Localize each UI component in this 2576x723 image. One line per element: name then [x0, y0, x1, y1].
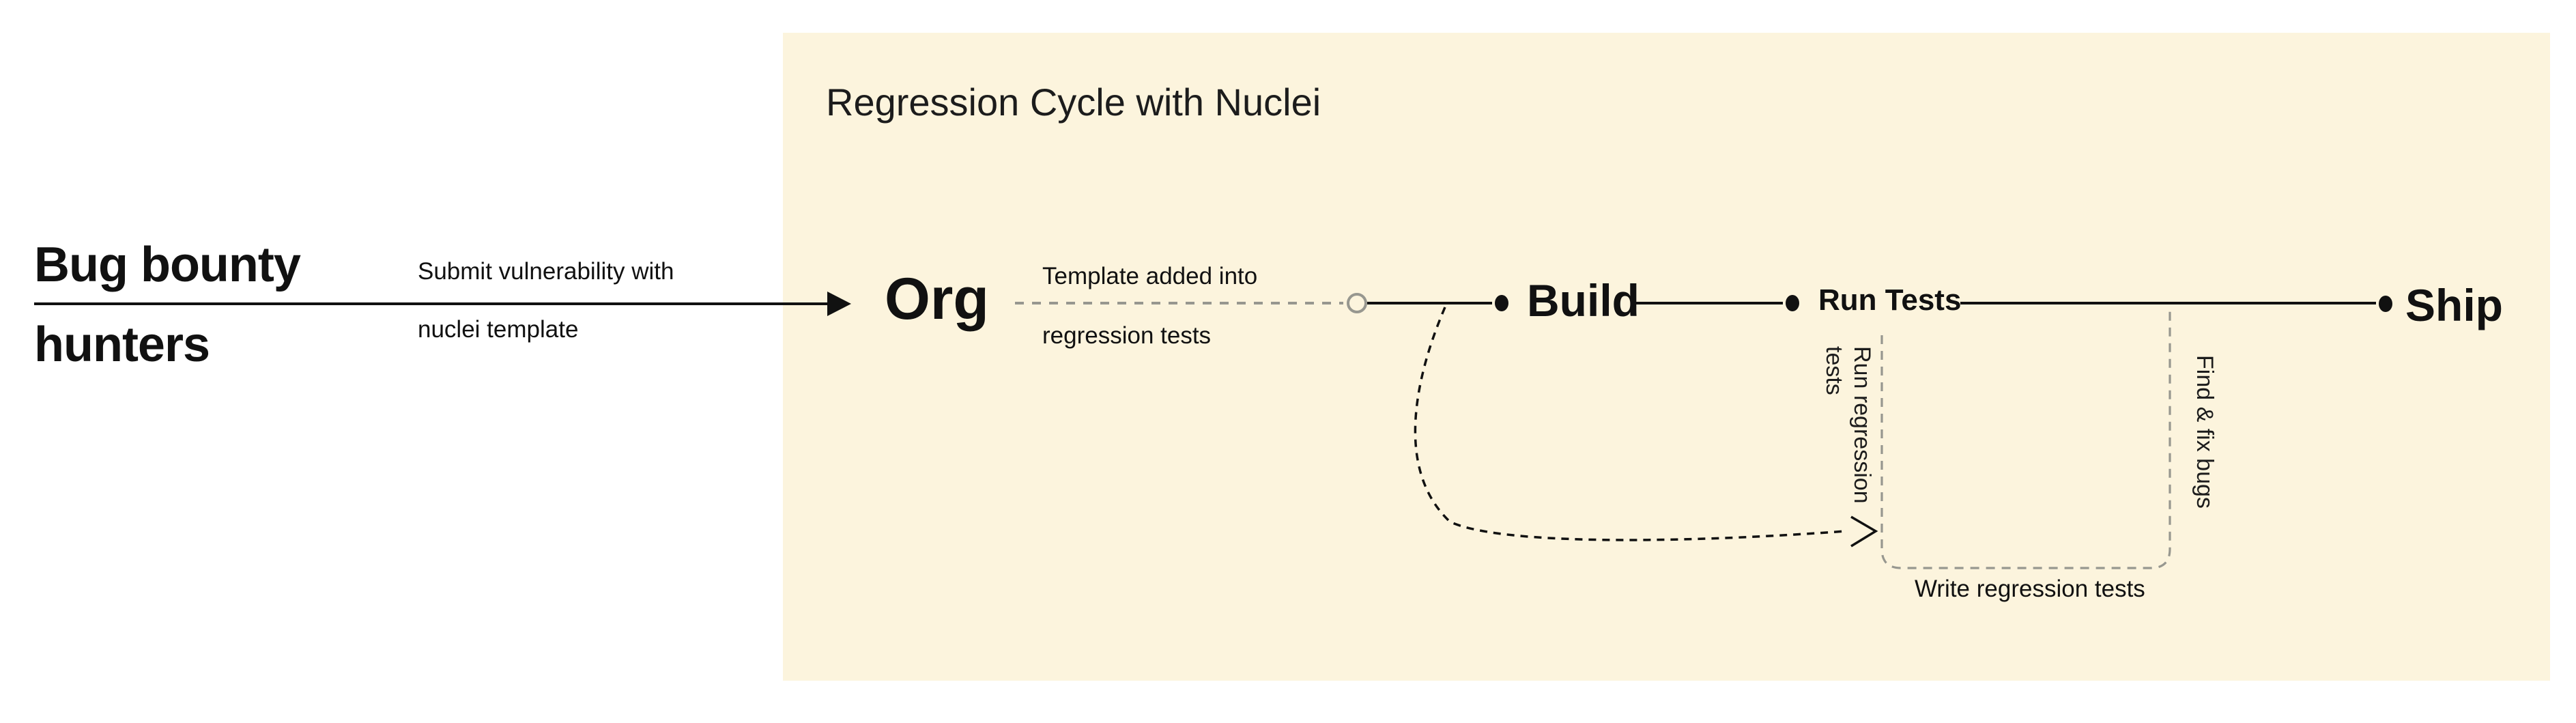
build-feedback-dashed-curve	[1414, 307, 1846, 541]
submit-arrow-label-line1: Submit vulnerability with	[418, 258, 674, 285]
write-regression-tests-label: Write regression tests	[1915, 576, 2145, 602]
find-fix-bugs-vertical-label: Find & fix bugs	[2192, 355, 2218, 509]
regression-cycle-panel	[783, 33, 2550, 681]
node-label-org: Org	[885, 266, 989, 332]
template-added-label-line2: regression tests	[1042, 322, 1212, 349]
submit-arrowhead-icon	[827, 292, 851, 316]
run-regression-tests-line2: tests	[1821, 346, 1848, 395]
submit-arrow-label-line2: nuclei template	[418, 316, 579, 343]
build-node-dot	[1495, 295, 1508, 311]
feedback-arrowhead-icon	[1850, 515, 1878, 548]
panel-title: Regression Cycle with Nuclei	[826, 81, 1321, 124]
actor-title-line2: hunters	[34, 317, 210, 372]
node-label-run-tests: Run Tests	[1818, 283, 1962, 317]
run-tests-node-dot	[1786, 295, 1799, 311]
run-regression-tests-vertical-label: Run regression tests	[1820, 346, 1876, 504]
run-regression-tests-line1: Run regression	[1849, 346, 1875, 504]
template-added-label-line1: Template added into	[1042, 263, 1258, 289]
ship-node-dot	[2379, 296, 2392, 312]
template-merge-circle	[1347, 293, 1367, 313]
node-label-ship: Ship	[2405, 280, 2503, 330]
actor-title-line1: Bug bounty	[34, 238, 301, 292]
node-label-build: Build	[1527, 275, 1640, 326]
write-tests-bracket	[1880, 305, 2171, 569]
